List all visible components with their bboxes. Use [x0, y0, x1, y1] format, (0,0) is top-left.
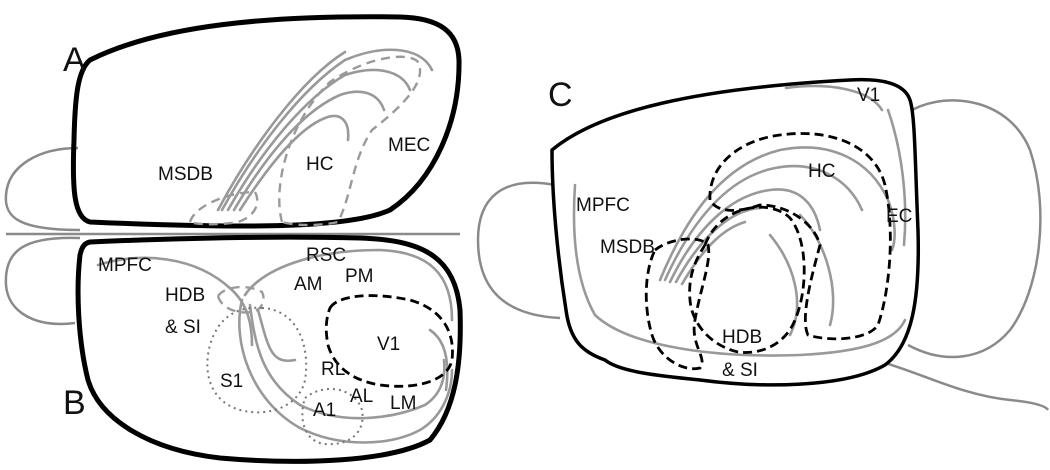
msdb-boundary-a	[188, 190, 259, 226]
hc-boundary-c	[708, 132, 892, 341]
panel-a-letter: A	[63, 41, 86, 79]
brainstem-c	[874, 358, 1050, 411]
label-pm-b: PM	[345, 266, 374, 287]
label-rsc-b: RSC	[306, 245, 346, 266]
label-am-b: AM	[294, 274, 323, 295]
panel-b-gray-structures	[96, 248, 454, 444]
label-si-b: & SI	[165, 317, 201, 338]
label-msdb-a: MSDB	[158, 164, 213, 185]
label-hc-a: HC	[306, 154, 333, 175]
label-lm-b: LM	[390, 393, 416, 414]
panel-c-brain-outline	[550, 77, 921, 387]
label-hdb-b: HDB	[165, 285, 205, 306]
label-a1-b: A1	[313, 400, 336, 421]
msdb-boundary-c	[644, 237, 711, 371]
a1-dotted-outline	[301, 388, 364, 446]
label-hdb-c: HDB	[722, 327, 762, 348]
olfactory-bulb-c	[476, 181, 561, 320]
label-al-b: AL	[350, 386, 373, 407]
v1-boundary-b	[324, 294, 454, 388]
panel-c-letter: C	[548, 76, 573, 114]
olfactory-bulb-upper	[4, 146, 81, 232]
label-s1-b: S1	[220, 371, 243, 392]
panel-c-gray-structures	[572, 84, 907, 357]
label-mpfc-c: MPFC	[576, 195, 630, 216]
panel-a-fibers	[216, 48, 434, 212]
hc-boundary-a	[278, 55, 422, 227]
panel-a-brain-outline	[70, 14, 462, 229]
olfactory-bulb-lower	[4, 236, 81, 326]
panel-b-letter: B	[63, 384, 86, 422]
label-si-c: & SI	[722, 360, 758, 381]
label-mpfc-b: MPFC	[98, 255, 152, 276]
hdb-si-boundary-b	[216, 285, 265, 314]
cerebellum-c	[907, 99, 1042, 359]
label-v1-c: V1	[857, 85, 880, 106]
label-v1-b: V1	[377, 334, 400, 355]
s1-dotted-outline	[206, 306, 308, 414]
label-rl-b: RL	[321, 359, 345, 380]
label-ec-c: EC	[886, 206, 912, 227]
hdb-si-boundary-c	[688, 205, 806, 354]
label-msdb-c: MSDB	[600, 237, 655, 258]
label-mec-a: MEC	[388, 135, 430, 156]
label-hc-c: HC	[808, 161, 835, 182]
panel-b-brain-outline	[75, 234, 463, 464]
